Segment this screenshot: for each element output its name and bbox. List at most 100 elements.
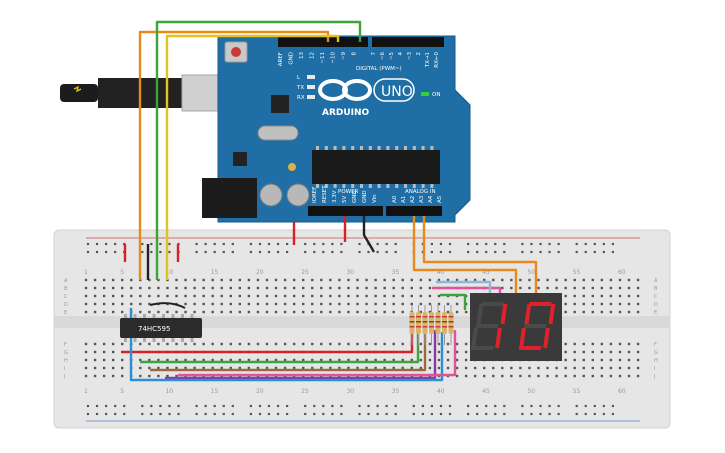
breadboard-hole: [311, 358, 314, 362]
breadboard-hole: [636, 374, 640, 378]
row-letter: J: [653, 374, 655, 380]
breadboard-hole: [501, 278, 504, 282]
rail-hole: [539, 242, 542, 246]
rail-hole: [430, 242, 433, 246]
chip-leg: [333, 184, 337, 188]
rail-hole: [276, 404, 280, 408]
breadboard-hole: [582, 358, 585, 362]
chip-leg: [360, 146, 363, 150]
breadboard-hole: [111, 286, 115, 290]
chip-leg: [395, 146, 399, 150]
breadboard-hole: [256, 286, 260, 290]
breadboard-hole: [582, 294, 585, 298]
segment-a: [528, 302, 552, 306]
digital-pin-label: 13: [299, 52, 305, 59]
breadboard-hole: [84, 358, 88, 362]
wire-purple-seg: [165, 330, 437, 380]
breadboard-hole: [148, 286, 151, 290]
breadboard-hole: [347, 302, 350, 306]
breadboard-hole: [573, 302, 576, 306]
rail-hole: [367, 250, 370, 254]
rail-hole: [367, 412, 370, 416]
breadboard-hole: [175, 366, 178, 370]
breadboard-hole: [130, 302, 133, 306]
rail-hole: [105, 412, 108, 416]
wire-green-display: [440, 293, 467, 310]
breadboard-hole: [166, 286, 169, 290]
ic-leg: [171, 314, 175, 318]
breadboard-hole: [302, 294, 305, 298]
reset-button-cap[interactable]: [231, 47, 241, 57]
chip-leg: [351, 146, 355, 150]
resistor-band: [435, 316, 441, 318]
breadboard-hole: [193, 302, 196, 306]
breadboard-hole: [220, 358, 223, 362]
breadboard-hole: [320, 278, 323, 282]
breadboard-hole: [211, 310, 214, 314]
breadboard-hole: [374, 310, 377, 314]
rail-hole: [286, 412, 289, 416]
breadboard-hole: [247, 342, 251, 346]
chip-leg: [404, 146, 407, 150]
breadboard-hole: [139, 366, 142, 370]
breadboard-hole: [501, 374, 504, 378]
breadboard-hole: [184, 358, 187, 362]
resistor-band: [409, 321, 415, 323]
breadboard-hole: [627, 342, 631, 346]
row-letter: B: [654, 286, 658, 292]
rail-hole: [276, 242, 280, 246]
breadboard-hole: [537, 278, 540, 282]
usb-plug: [98, 78, 190, 108]
breadboard-hole: [302, 302, 305, 306]
breadboard-hole: [401, 286, 404, 290]
breadboard-hole: [111, 310, 115, 314]
column-number: 60: [618, 388, 626, 395]
breadboard-hole: [139, 302, 142, 306]
breadboard-hole: [329, 294, 332, 298]
breadboard-hole: [410, 366, 413, 370]
digital-pin-label: 8: [352, 52, 358, 56]
column-number: 60: [618, 269, 626, 276]
breadboard-hole: [446, 366, 450, 370]
column-number: 20: [256, 388, 264, 395]
resistor-band: [429, 326, 434, 328]
display-digit-2-value: 0: [537, 353, 538, 355]
breadboard-hole: [356, 310, 359, 314]
breadboard-hole: [311, 310, 314, 314]
rail-hole: [313, 242, 316, 246]
rail-hole: [304, 250, 307, 254]
breadboard-hole: [600, 278, 604, 282]
breadboard-hole: [537, 286, 540, 290]
breadboard-hole: [139, 374, 142, 378]
breadboard-hole: [546, 374, 549, 378]
rail-hole: [467, 404, 470, 408]
breadboard-hole: [229, 358, 232, 362]
breadboard-hole: [618, 374, 622, 378]
breadboard-hole: [320, 342, 323, 346]
breadboard-hole: [609, 366, 613, 370]
rail-hole: [503, 404, 506, 408]
breadboard-hole: [111, 366, 115, 370]
column-number: 55: [573, 388, 581, 395]
column-number: 30: [346, 269, 354, 276]
breadboard-hole: [401, 310, 404, 314]
breadboard-hole: [338, 278, 341, 282]
breadboard-hole: [229, 310, 232, 314]
column-number: 30: [346, 388, 354, 395]
breadboard-hole: [609, 358, 613, 362]
digital-pin-label: RX←0: [434, 52, 440, 68]
chip-leg: [324, 184, 328, 188]
chip-leg: [333, 146, 337, 150]
breadboard-hole: [148, 366, 151, 370]
segment-e: [519, 328, 526, 348]
breadboard-hole: [247, 310, 251, 314]
breadboard-hole: [283, 294, 287, 298]
breadboard-hole: [148, 294, 151, 298]
rail-hole: [204, 404, 207, 408]
rail-hole: [86, 250, 90, 254]
breadboard-hole: [591, 310, 594, 314]
breadboard-hole: [510, 366, 513, 370]
